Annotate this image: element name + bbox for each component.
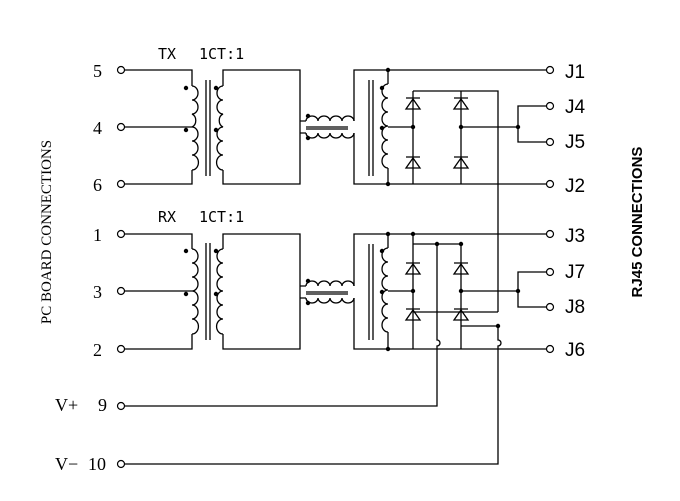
rx-diode-4 [452,308,470,321]
pin-6-terminal [116,179,126,189]
rx-ratio-label: 1CT:1 [199,208,244,226]
pin-j3-label: J3 [565,226,585,247]
pin-9-label: 9 [98,395,107,415]
rx-choke-top [305,280,355,287]
vplus-label: V+ [55,395,78,415]
tx-diode-4 [452,156,470,169]
left-pins [116,65,126,469]
tx-secondary-coil [215,85,224,171]
rx-secondary-coil [215,248,224,335]
pin-2-terminal [116,344,126,354]
rx-choke-bottom [305,297,355,304]
pin-10-label: 10 [88,454,106,474]
pin-j4-terminal [545,101,555,111]
pin-10-terminal [116,459,126,469]
right-pins [545,65,555,354]
pin-j3-terminal [545,229,555,239]
rx-autotransformer-coil [381,247,389,333]
pin-j7-label: J7 [565,262,585,283]
pin-j6-label: J6 [565,340,585,361]
pin-5-terminal [116,65,126,75]
pin-3-label: 3 [93,282,102,302]
tx-label: TX [158,45,176,63]
pin-j8-label: J8 [565,297,585,318]
pin-2-label: 2 [93,340,102,360]
tx-autotransformer-coil [381,83,389,169]
tx-choke-top [305,115,355,122]
tx-diode-3 [404,156,422,169]
rx-primary-coil [191,248,200,335]
pin-4-label: 4 [93,118,102,138]
rx-diode-2 [452,262,470,275]
pin-j5-label: J5 [565,132,585,153]
pin-j6-terminal [545,344,555,354]
power-rails [125,244,502,465]
pc-board-connections-label: PC BOARD CONNECTIONS [39,140,55,324]
rx-diode-3 [404,308,422,321]
vminus-label: V− [55,454,78,474]
pin-1-terminal [116,229,126,239]
tx-diode-2 [452,97,470,110]
rx-transformer-section [124,231,546,352]
pin-j4-label: J4 [565,97,586,118]
rx-diode-1 [404,262,422,275]
tx-choke-bottom [305,132,355,139]
rx-label: RX [158,208,176,226]
tx-diode-1 [404,97,422,110]
pin-9-terminal [116,401,126,411]
pin-4-terminal [116,122,126,132]
pin-j2-terminal [545,179,555,189]
pin-j1-terminal [545,65,555,75]
pin-3-terminal [116,286,126,296]
pin-1-label: 1 [93,225,102,245]
tx-transformer-section [124,67,546,312]
pin-j8-terminal [545,302,555,312]
rj45-connections-label: RJ45 CONNECTIONS [629,147,646,298]
pin-j2-label: J2 [565,176,585,197]
tx-primary-coil [191,85,200,171]
pin-5-label: 5 [93,61,102,81]
pin-j7-terminal [545,267,555,277]
pin-j5-terminal [545,137,555,147]
pin-j1-label: J1 [565,62,585,83]
tx-ratio-label: 1CT:1 [199,45,244,63]
pin-6-label: 6 [93,175,102,195]
